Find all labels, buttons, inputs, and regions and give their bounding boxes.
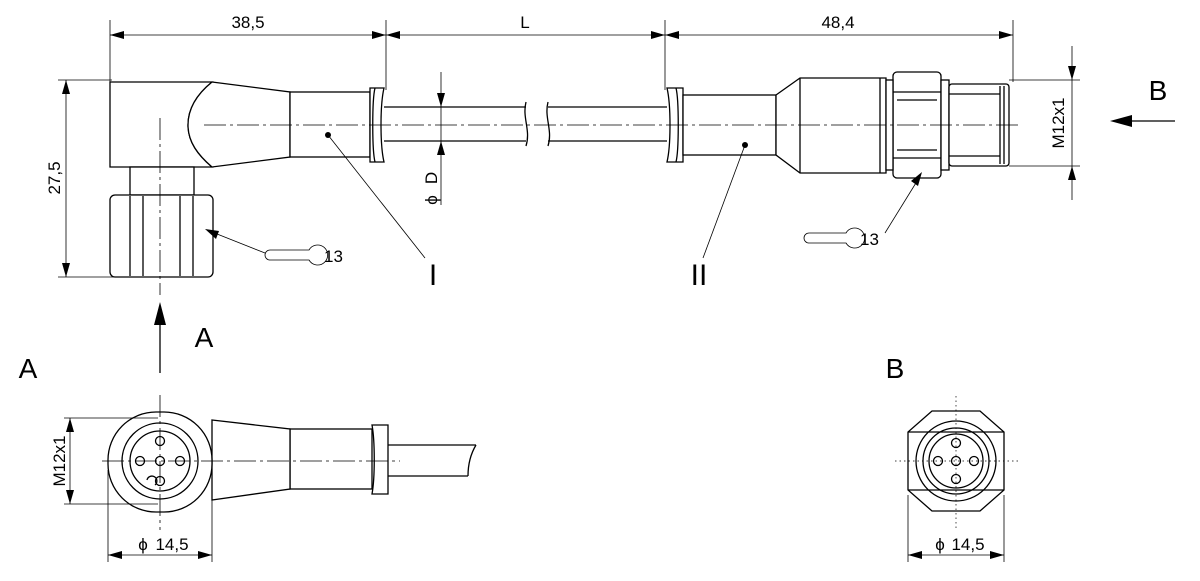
part-leaders: I II xyxy=(325,132,748,292)
view-a xyxy=(102,395,477,530)
view-arrow-a-label: A xyxy=(195,322,214,353)
diameter-dimension-b: ϕ 14,5 xyxy=(907,495,1005,562)
angled-connector-body xyxy=(109,81,291,295)
view-arrow-b-label: B xyxy=(1149,75,1168,106)
view-b xyxy=(895,396,1018,530)
dia-value-b: 14,5 xyxy=(951,535,984,554)
straight-connector-body xyxy=(666,71,1010,179)
thread-label-right: M12x1 xyxy=(1049,97,1068,148)
cable xyxy=(384,101,667,147)
thread-label-a: M12x1 xyxy=(50,435,69,486)
top-dimension-chain: 38,5 L 48,4 xyxy=(109,13,1014,90)
diameter-dimension-a: ϕ 14,5 xyxy=(107,470,213,562)
dim-right-length: 48,4 xyxy=(821,13,854,32)
part-label-2: II xyxy=(691,259,708,292)
cable-diameter-label: D xyxy=(422,172,441,184)
dim-height: 27,5 xyxy=(45,161,64,194)
thread-dimension-a: M12x1 xyxy=(50,417,158,505)
view-arrow-b: B xyxy=(1110,75,1175,127)
view-title-b: B xyxy=(886,353,905,384)
part-label-1: I xyxy=(429,259,437,292)
wrench-size-left: 13 xyxy=(324,247,343,266)
dim-left-length: 38,5 xyxy=(231,13,264,32)
wrench-size-right: 13 xyxy=(860,230,879,249)
cable-diameter-symbol: ϕ xyxy=(422,195,441,205)
thread-dimension-right: M12x1 xyxy=(1009,46,1080,200)
wrench-icon xyxy=(264,244,329,266)
cable-diameter-dimension: ϕ D xyxy=(422,72,445,205)
dim-cable-length: L xyxy=(520,13,529,32)
wrench-callout-right: 13 xyxy=(803,172,922,249)
dia-value-a: 14,5 xyxy=(155,535,188,554)
dia-symbol-b: ϕ xyxy=(935,535,945,554)
view-title-a: A xyxy=(19,353,38,384)
view-arrow-a: A xyxy=(154,302,214,373)
wrench-icon xyxy=(803,227,866,249)
dia-symbol-a: ϕ xyxy=(138,535,148,554)
wrench-callout-left: 13 xyxy=(205,229,343,266)
